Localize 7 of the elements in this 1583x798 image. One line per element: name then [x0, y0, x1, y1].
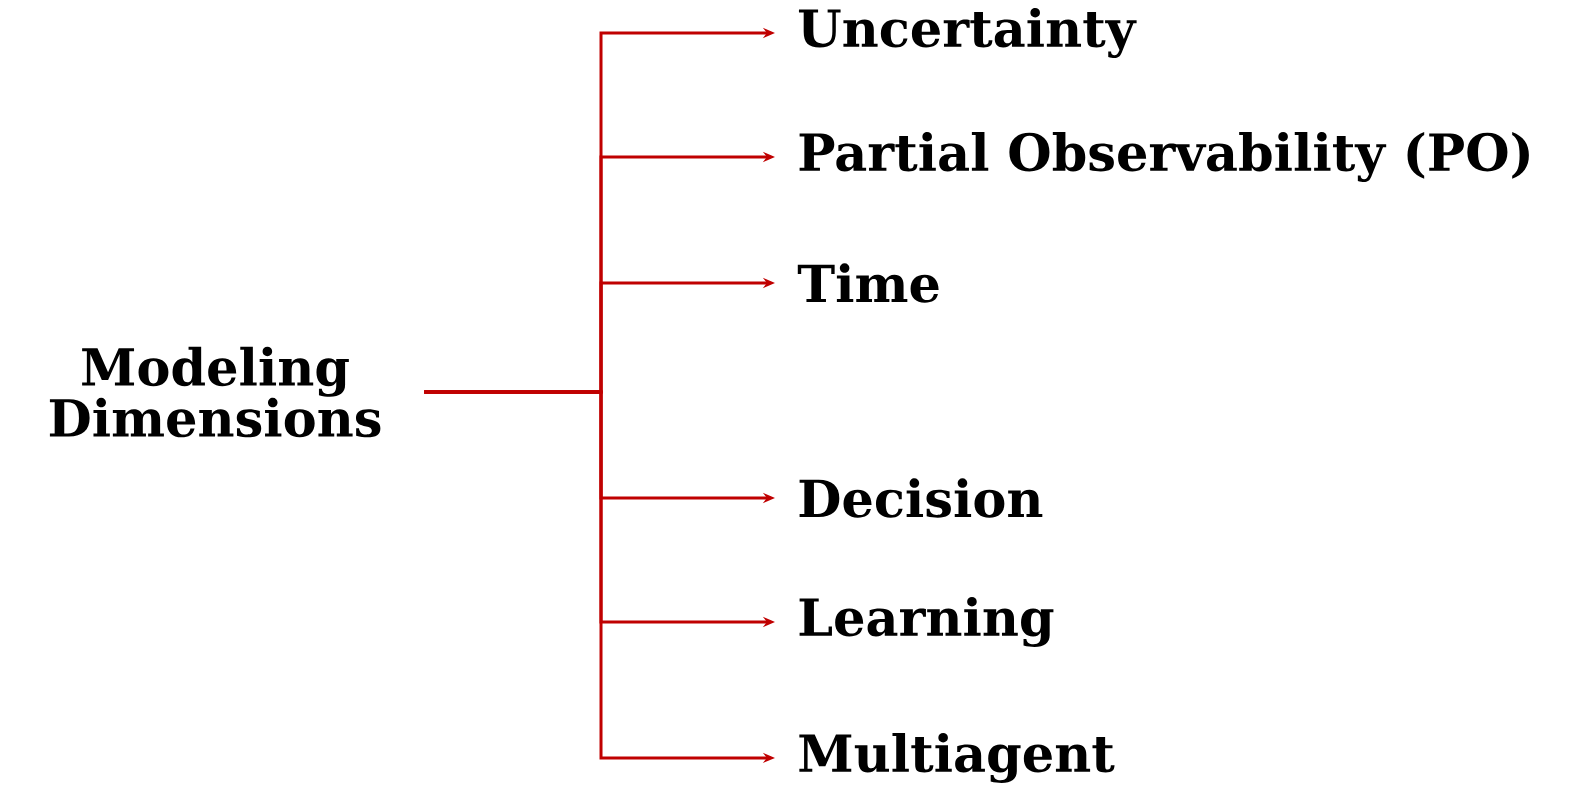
label-text: Multiagent: [799, 732, 1115, 783]
label-text: Time: [797, 263, 939, 303]
label-text: Partial Observability (PO): [799, 131, 1529, 182]
label-text: Uncertainty: [798, 7, 1137, 58]
label-text: Modeling Dimensions: [49, 346, 381, 438]
label-text: Learning: [799, 596, 1054, 647]
label-text: Decision: [799, 478, 1043, 518]
